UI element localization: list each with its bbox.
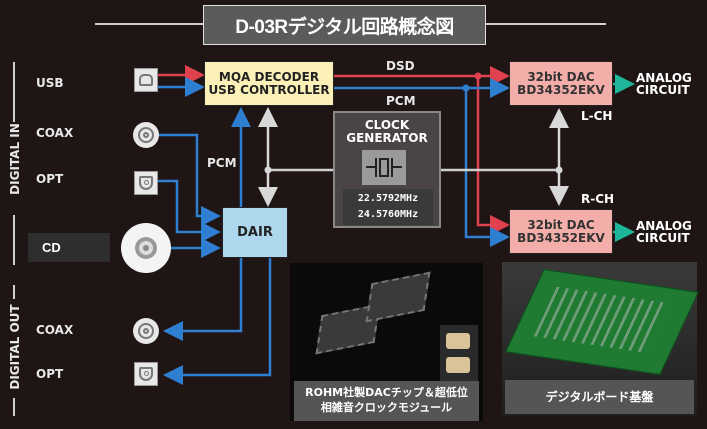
digital-in-bar-bottom	[13, 215, 15, 265]
digital-in-label: DIGITAL IN	[8, 123, 22, 195]
digital-in-bar-top	[13, 62, 15, 122]
dsd-bus-down	[476, 76, 510, 235]
dsd-label: DSD	[386, 59, 415, 73]
disc-icon	[121, 223, 171, 273]
coax-in-wire	[157, 133, 221, 226]
analog-r-line2: CIRCUIT	[636, 231, 690, 245]
pcb-image	[505, 268, 699, 376]
dac-r-line1: 32bit DAC	[527, 217, 595, 232]
optical-port-icon	[134, 171, 158, 195]
dac-chip-caption: ROHM社製DACチップ＆超低位 相雑音クロックモジュール	[294, 381, 479, 421]
dsd-junction	[474, 72, 482, 80]
pcm-junction	[462, 84, 470, 92]
digital-out-bar-top	[13, 285, 15, 299]
clock-junction-left	[264, 166, 272, 174]
output-label-coax: COAX	[36, 323, 74, 337]
optical-out-port-icon	[134, 362, 158, 386]
coax-out-wire	[163, 258, 243, 341]
mqa-decoder-block: MQA DECODER USB CONTROLLER	[204, 61, 334, 106]
dac-r-block: 32bit DAC BD34352EKV	[509, 209, 613, 254]
digital-out-bar-bottom	[13, 398, 15, 416]
pcm-bus-down	[464, 88, 510, 247]
dac-l-line2: BD34352EKV	[517, 82, 605, 97]
cd-label: CD	[28, 233, 110, 262]
crystal-oscillator-icon	[362, 150, 406, 185]
dac-chip-caption-line2: 相雑音クロックモジュール	[320, 401, 453, 414]
opt-out-wire	[163, 258, 272, 385]
clock-junction-right	[555, 166, 563, 174]
pcm-top-label: PCM	[386, 94, 416, 108]
title-rule-right	[486, 23, 606, 25]
dac-chip-caption-line1: ROHM社製DACチップ＆超低位	[305, 386, 468, 400]
analog-circuit-l: ANALOG CIRCUIT	[636, 72, 692, 96]
clock-frequencies: 22.5792MHz 24.5760MHz	[343, 189, 433, 225]
dac-chip-photo: ROHM社製DACチップ＆超低位 相雑音クロックモジュール	[290, 263, 483, 421]
lch-label: L-CH	[581, 109, 613, 123]
clock-freq-2: 24.5760MHz	[357, 209, 419, 220]
rch-label: R-CH	[581, 192, 615, 206]
dac-l-block: 32bit DAC BD34352EKV	[509, 61, 613, 106]
coax-port-icon	[133, 122, 159, 148]
clock-line2: GENERATOR	[346, 130, 428, 145]
digital-out-label: DIGITAL OUT	[8, 304, 22, 390]
output-label-opt: OPT	[36, 367, 64, 381]
usb-b-port-icon	[134, 68, 158, 92]
mqa-line1: MQA DECODER	[218, 69, 320, 84]
input-label-usb: USB	[36, 76, 64, 90]
mqa-line2: USB CONTROLLER	[208, 82, 330, 97]
input-label-coax: COAX	[36, 126, 74, 140]
clock-module-image	[440, 325, 478, 381]
pcm-left-label: PCM	[207, 156, 237, 170]
analog-circuit-r: ANALOG CIRCUIT	[636, 220, 692, 244]
digital-board-caption-line1: デジタルボード基盤	[545, 389, 654, 404]
analog-l-line2: CIRCUIT	[636, 83, 690, 97]
digital-board-caption: デジタルボード基盤	[505, 380, 694, 414]
digital-board-photo: デジタルボード基盤	[502, 262, 699, 416]
title-rule-left	[95, 23, 203, 25]
clock-freq-1: 22.5792MHz	[357, 193, 419, 204]
diagram-title: D-03Rデジタル回路概念図	[203, 5, 486, 45]
analog-r-line1: ANALOG	[636, 219, 692, 233]
clock-line1: CLOCK	[364, 118, 410, 132]
dac-chip-image-2	[365, 271, 431, 323]
coax-out-port-icon	[133, 318, 159, 344]
dair-block: DAIR	[222, 207, 288, 258]
input-label-opt: OPT	[36, 172, 64, 186]
opt-in-wire	[157, 179, 221, 242]
dac-l-line1: 32bit DAC	[527, 69, 595, 84]
dac-r-line2: BD34352EKV	[517, 230, 605, 245]
analog-l-line1: ANALOG	[636, 71, 692, 85]
clock-generator-block: CLOCK GENERATOR 22.5792MHz 24.5760MHz	[333, 111, 441, 228]
